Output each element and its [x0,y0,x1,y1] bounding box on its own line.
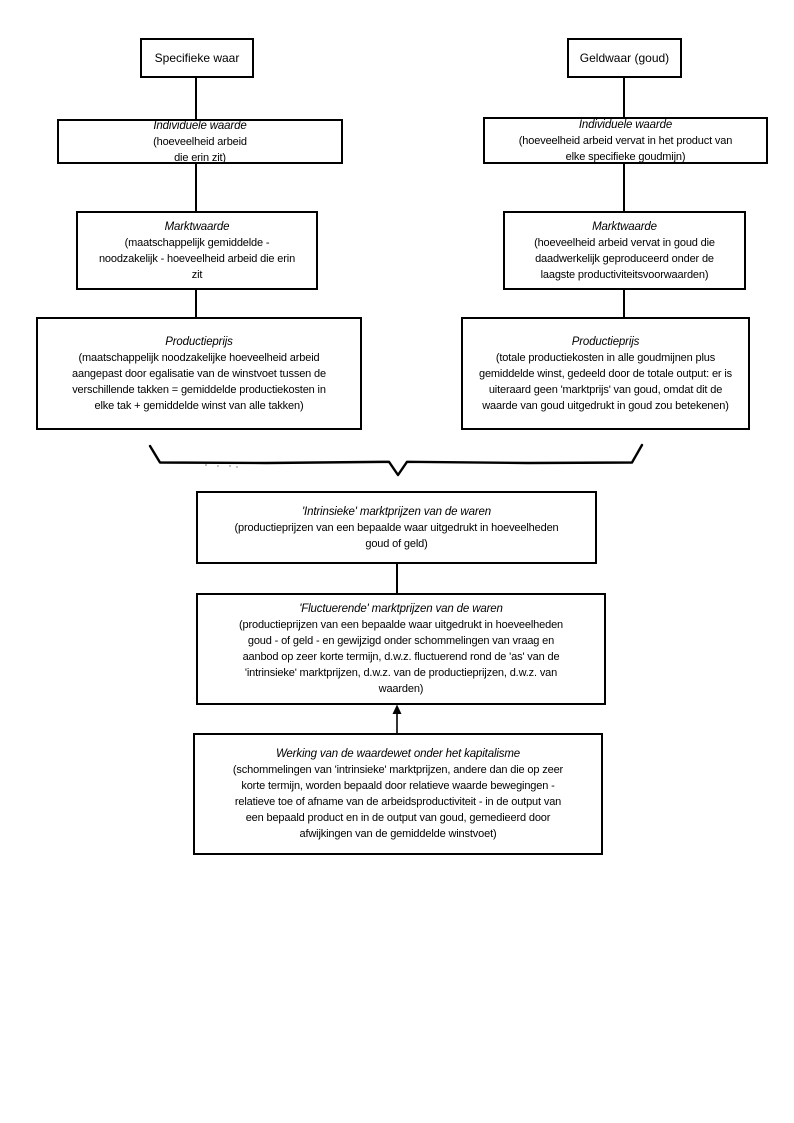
connector-right-marktwaarde-to-productieprijs [623,290,625,317]
connector-left-marktwaarde-to-productieprijs [195,290,197,317]
box-specifieke-waar-label: Specifieke waar [154,51,240,65]
box-intrinsieke-marktprijzen-body: (productieprijzen van een bepaalde waar … [234,521,559,550]
up-arrow-icon [392,704,402,733]
merge-brace-icon [148,443,644,477]
box-fluctuerende-marktprijzen: 'Fluctuerende' marktprijzen van de waren… [196,593,606,705]
box-werking-waardewet-body: (schommelingen van 'intrinsieke' marktpr… [232,764,564,840]
box-productieprijs-links-body: (maatschappelijk noodzakelijke hoeveelhe… [72,351,326,412]
box-individuele-waarde-rechts-body: (hoeveelheid arbeid vervat in het produc… [518,134,733,163]
connector-left-header-to-individuele [195,78,197,119]
box-marktwaarde-links-title: Marktwaarde [164,220,230,233]
box-fluctuerende-marktprijzen-title: 'Fluctuerende' marktprijzen van de waren [299,603,503,615]
box-geldwaar: Geldwaar (goud) [567,38,682,78]
box-productieprijs-links: Productieprijs (maatschappelijk noodzake… [36,317,362,430]
box-productieprijs-links-title: Productieprijs [165,335,233,348]
box-productieprijs-rechts-body: (totale productiekosten in alle goudmijn… [478,351,733,412]
box-productieprijs-rechts: Productieprijs (totale productiekosten i… [461,317,750,430]
box-individuele-waarde-links-title: Individuele waarde [153,119,247,132]
box-marktwaarde-links: Marktwaarde (maatschappelijk gemiddelde … [76,211,318,290]
box-geldwaar-label: Geldwaar (goud) [579,51,670,65]
box-intrinsieke-marktprijzen: 'Intrinsieke' marktprijzen van de waren … [196,491,597,564]
connector-left-individuele-to-marktwaarde [195,164,197,211]
box-individuele-waarde-links-body: (hoeveelheid arbeid die erin zit) [153,135,247,164]
box-werking-waardewet: Werking van de waardewet onder het kapit… [193,733,603,855]
connector-right-individuele-to-marktwaarde [623,164,625,211]
box-marktwaarde-links-body: (maatschappelijk gemiddelde - noodzakeli… [98,236,296,281]
scan-artifact-dots [205,464,207,466]
box-fluctuerende-marktprijzen-body: (productieprijzen van een bepaalde waar … [239,619,563,695]
box-individuele-waarde-rechts: Individuele waarde (hoeveelheid arbeid v… [483,117,768,164]
connector-intrinsieke-to-fluctuerende [396,564,398,593]
box-productieprijs-rechts-title: Productieprijs [571,335,640,348]
box-marktwaarde-rechts-title: Marktwaarde [592,220,657,233]
box-specifieke-waar: Specifieke waar [140,38,254,78]
box-werking-waardewet-title: Werking van de waardewet onder het kapit… [275,748,521,760]
box-individuele-waarde-rechts-title: Individuele waarde [578,118,673,131]
box-marktwaarde-rechts-body: (hoeveelheid arbeid vervat in goud die d… [534,236,715,281]
connector-right-header-to-individuele [623,78,625,117]
box-marktwaarde-rechts: Marktwaarde (hoeveelheid arbeid vervat i… [503,211,746,290]
box-individuele-waarde-links: Individuele waarde (hoeveelheid arbeid d… [57,119,343,164]
box-intrinsieke-marktprijzen-title: 'Intrinsieke' marktprijzen van de waren [301,505,492,518]
